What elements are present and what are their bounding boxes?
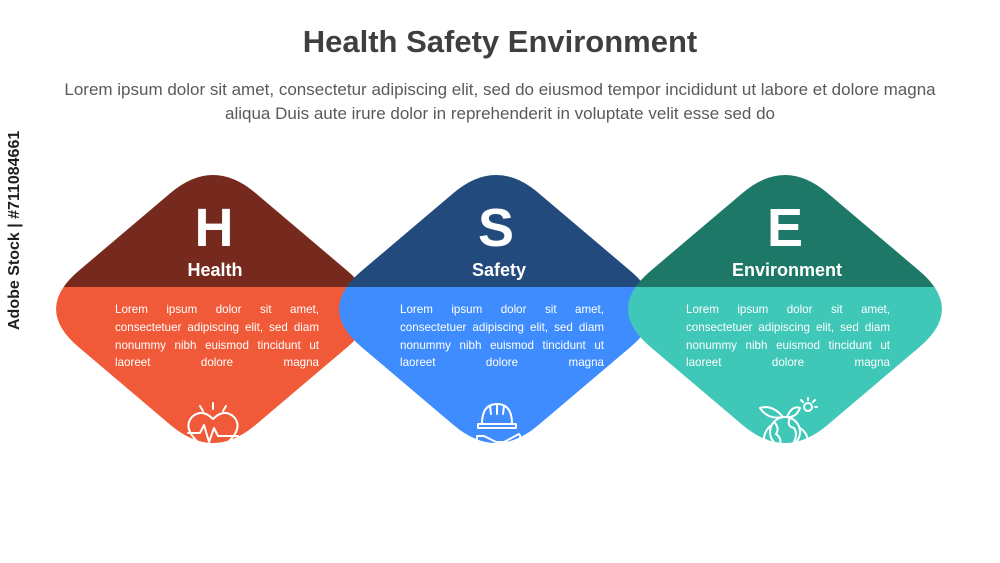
heart-pulse-icon — [187, 402, 239, 459]
card-environment-description: Lorem ipsum dolor sit amet, consectetuer… — [686, 303, 890, 370]
card-environment-letter: E — [767, 198, 803, 258]
card-health-bottom — [56, 287, 370, 443]
card-health-letter: H — [195, 198, 234, 258]
card-environment-label: Environment — [732, 260, 842, 280]
card-health — [56, 175, 370, 443]
page-subtitle: Lorem ipsum dolor sit amet, consectetur … — [64, 80, 936, 123]
card-environment-bottom — [628, 287, 942, 443]
stock-watermark-text: Adobe Stock | #711084661 — [6, 130, 23, 330]
hard-hat-hand-icon — [476, 403, 522, 453]
card-environment — [628, 175, 942, 443]
card-health-top — [63, 175, 363, 287]
card-safety-bottom — [339, 287, 653, 443]
card-environment-top — [635, 175, 935, 287]
card-safety-description: Lorem ipsum dolor sit amet, consectetuer… — [400, 303, 604, 370]
card-safety-label: Safety — [472, 260, 526, 280]
globe-leaves-icon — [759, 397, 818, 453]
card-health-description: Lorem ipsum dolor sit amet, consectetuer… — [115, 303, 319, 370]
card-safety-letter: S — [478, 198, 514, 258]
page-title: Health Safety Environment — [302, 24, 698, 59]
card-safety-top — [346, 175, 646, 287]
stock-watermark: Adobe Stock | #711084661 — [6, 131, 24, 330]
card-health-label: Health — [187, 260, 242, 280]
card-safety — [339, 175, 653, 443]
